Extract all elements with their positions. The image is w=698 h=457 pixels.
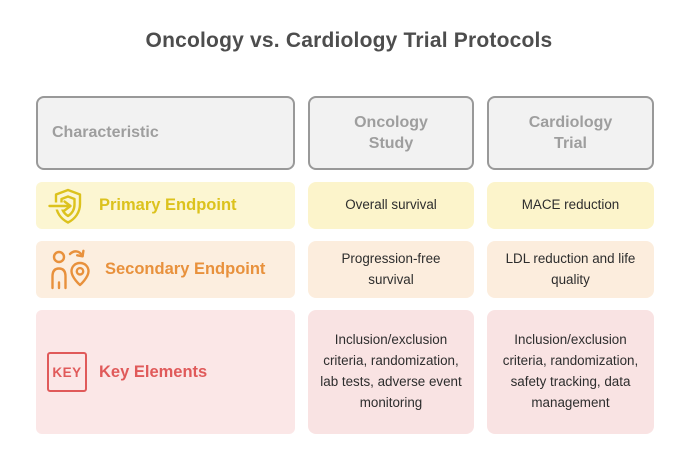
row-label-text: Key Elements: [99, 362, 208, 381]
header-label-line: Cardiology: [528, 113, 613, 131]
row-label-text: Secondary Endpoint: [105, 260, 266, 278]
header-label-line: Study: [368, 135, 414, 152]
shield-arrow-icon: [47, 186, 87, 226]
page-title: Oncology vs. Cardiology Trial Protocols: [145, 29, 553, 52]
row-label-key-elements: KEY Key Elements: [36, 310, 295, 434]
cell-primary-cardiology: MACE reduction: [487, 182, 654, 229]
key-icon: KEY: [47, 352, 87, 392]
cell-key-elements-oncology: Inclusion/exclusion criteria, randomizat…: [308, 310, 474, 434]
header-label-line: Oncology: [354, 113, 428, 131]
header-label-line: Trial: [554, 135, 587, 152]
key-icon-text: KEY: [52, 364, 82, 380]
cell-secondary-oncology: Progression-free survival: [308, 241, 474, 298]
row-label-text: Primary Endpoint: [99, 196, 237, 214]
header-cell-cardiology-trial: Cardiology Trial: [487, 96, 654, 170]
comparison-table: Characteristic Oncology Study Cardiology…: [36, 96, 654, 434]
cell-secondary-cardiology: LDL reduction and life quality: [487, 241, 654, 298]
cell-primary-oncology: Overall survival: [308, 182, 474, 229]
header-cell-characteristic: Characteristic: [36, 96, 295, 170]
row-label-secondary-endpoint: Secondary Endpoint: [36, 241, 295, 298]
header-cell-oncology-study: Oncology Study: [308, 96, 474, 170]
row-label-primary-endpoint: Primary Endpoint: [36, 182, 295, 229]
person-location-icon: [47, 247, 93, 293]
header-label: Characteristic: [52, 124, 159, 141]
cell-key-elements-cardiology: Inclusion/exclusion criteria, randomizat…: [487, 310, 654, 434]
